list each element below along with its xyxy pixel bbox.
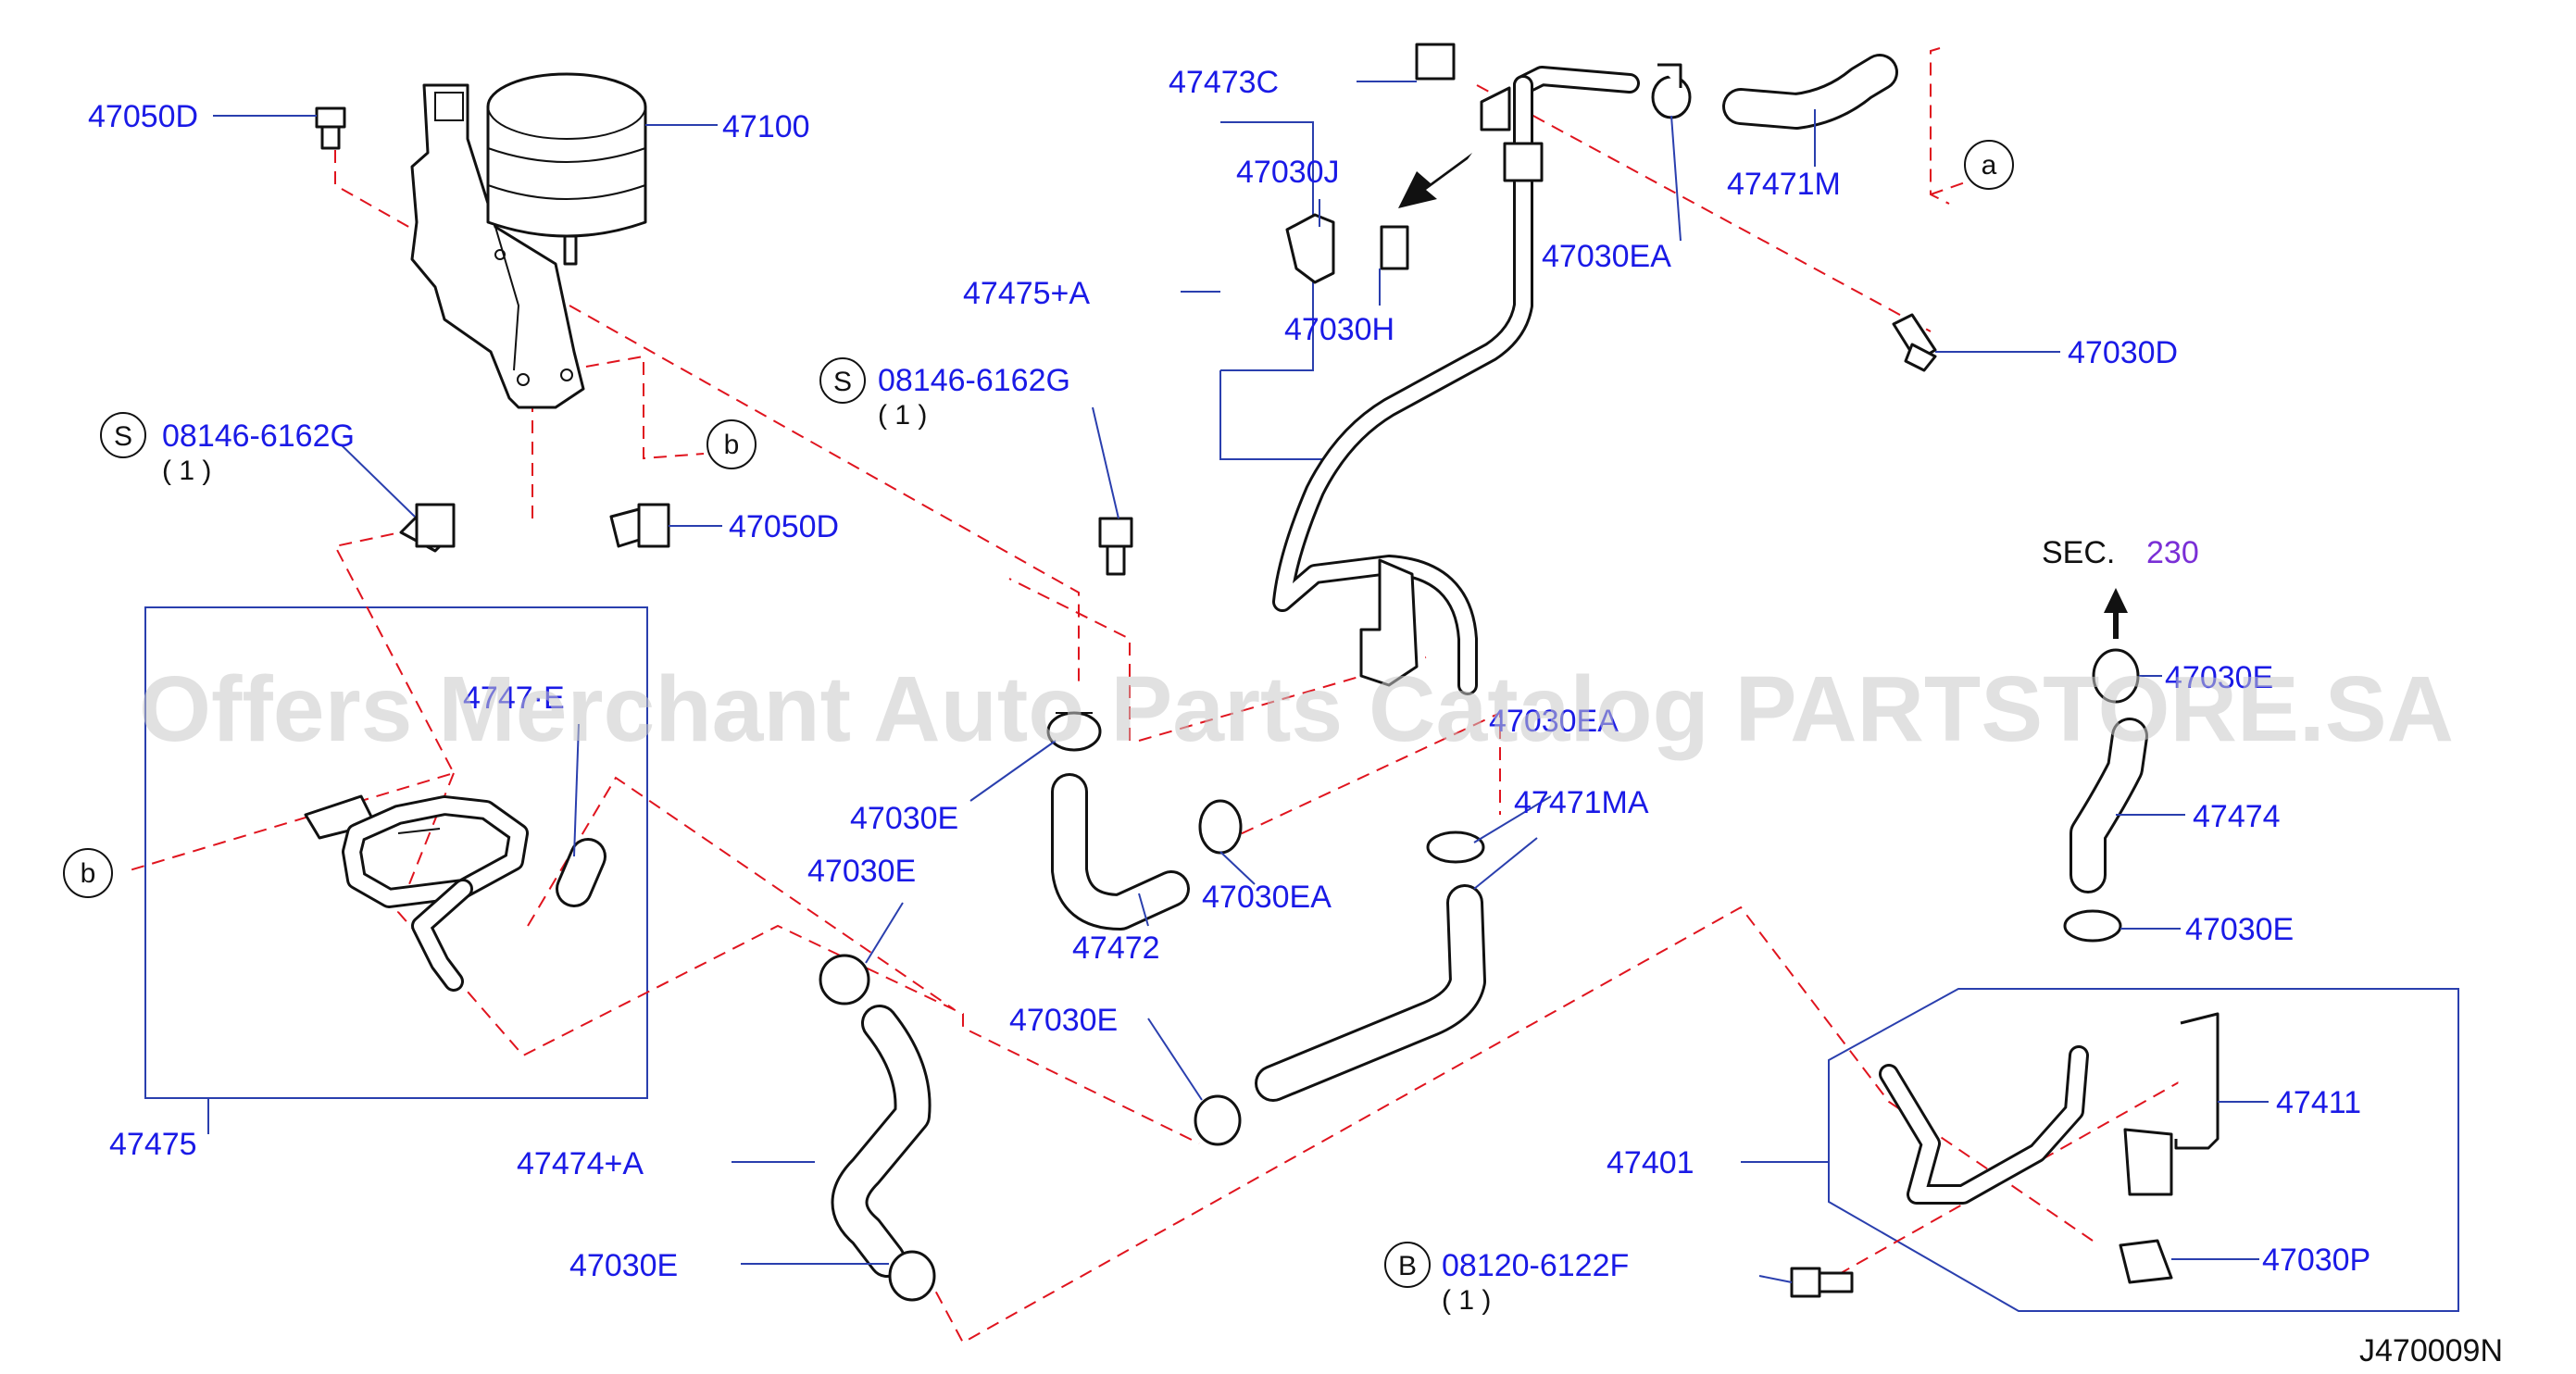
bracket-47411 xyxy=(2123,1012,2220,1196)
label-47475A: 47475+A xyxy=(963,276,1090,311)
label-47401: 47401 xyxy=(1607,1145,1694,1180)
label-47471M: 47471M xyxy=(1727,167,1841,202)
circle-marker-s-left: S xyxy=(100,412,146,458)
screw-47030D xyxy=(1892,313,1937,372)
label-47030EA-mid: 47030EA xyxy=(1202,880,1332,915)
circle-marker-b-top: b xyxy=(707,419,757,469)
box-47401 xyxy=(1828,988,2459,1312)
section-number: 230 xyxy=(2146,535,2199,570)
svg-text:b: b xyxy=(724,430,740,460)
diagram-id: J470009N xyxy=(2359,1333,2503,1368)
label-47030J: 47030J xyxy=(1236,155,1340,190)
hose-47474A xyxy=(831,1005,932,1278)
svg-text:b: b xyxy=(81,858,96,889)
clamp-47030EA-top xyxy=(1651,63,1692,119)
box-47475 xyxy=(144,606,648,1099)
part-labels: 47050D 47100 47473C 47030J 47030H 47475+… xyxy=(88,65,2503,1368)
clamp-47030E-r1 xyxy=(2092,648,2140,704)
clamp-47030E-r2 xyxy=(2063,909,2122,943)
clamp-47030E-1 xyxy=(1046,711,1102,752)
hose-47471M xyxy=(1722,54,1898,130)
bolt-08146-left xyxy=(399,503,456,553)
label-47030E-r2: 47030E xyxy=(2185,912,2294,947)
section-prefix: SEC. xyxy=(2042,535,2115,570)
label-08120: 08120-6122F xyxy=(1442,1248,1629,1283)
svg-text:B: B xyxy=(1398,1251,1417,1281)
qty-08120: ( 1 ) xyxy=(1442,1285,1491,1316)
label-4747x-box: 4747·E xyxy=(463,681,565,716)
label-47050D-top: 47050D xyxy=(88,99,198,134)
tube-47401 xyxy=(1879,1045,2089,1205)
bracket-tube-47475 xyxy=(304,794,529,992)
watermark: Offers Merchant Auto Parts Catalog PARTS… xyxy=(139,657,2454,761)
clip-47473C xyxy=(1415,43,1456,81)
label-47030P: 47030P xyxy=(2262,1243,2370,1278)
bolt-08146-mid xyxy=(1098,517,1133,576)
label-47411: 47411 xyxy=(2276,1085,2361,1120)
label-47471MA: 47471MA xyxy=(1514,785,1649,820)
label-47100: 47100 xyxy=(722,109,810,144)
cap-4747x xyxy=(556,838,606,907)
label-47030E-3: 47030E xyxy=(1009,1003,1118,1038)
bolt-47050D-top xyxy=(315,106,346,150)
label-47030EA-top: 47030EA xyxy=(1542,239,1671,274)
label-47030H: 47030H xyxy=(1284,312,1394,347)
svg-text:S: S xyxy=(114,421,132,452)
hose-47471MA xyxy=(1255,884,1486,1102)
label-47474: 47474 xyxy=(2193,799,2281,834)
grommet-47030P xyxy=(2119,1239,2173,1284)
main-tube-assembly xyxy=(1272,66,1640,695)
label-47030E-4: 47030E xyxy=(569,1248,678,1283)
hose-47474 xyxy=(2070,718,2148,893)
dashed-reference-lines xyxy=(129,47,2186,1344)
clamp-47030E-3 xyxy=(1194,1094,1242,1146)
qty-08146-mid: ( 1 ) xyxy=(878,400,927,431)
clamp-47030EA-mid xyxy=(1198,799,1243,855)
hose-47472 xyxy=(1051,773,1190,931)
canister-47100 xyxy=(410,72,647,409)
label-47030E-1: 47030E xyxy=(850,801,958,836)
svg-text:S: S xyxy=(833,367,852,397)
label-47030D: 47030D xyxy=(2068,335,2178,370)
clip-47030H xyxy=(1380,225,1409,270)
bolt-08120 xyxy=(1790,1267,1854,1298)
label-47030E-2: 47030E xyxy=(807,854,916,889)
qty-08146-left: ( 1 ) xyxy=(162,456,211,486)
circle-marker-a: a xyxy=(1964,140,2014,190)
clamp-47030E-2 xyxy=(819,954,870,1006)
leader-lines xyxy=(207,81,2269,1283)
circle-marker-b-left: b xyxy=(63,848,113,898)
label-47030EA-upper: 47030EA xyxy=(1489,704,1619,739)
label-47050D-mid: 47050D xyxy=(729,509,839,544)
circle-marker-s-mid: S xyxy=(819,357,866,404)
label-47475: 47475 xyxy=(109,1127,197,1162)
clip-47030J xyxy=(1285,213,1335,284)
clamp-47030E-4 xyxy=(888,1250,936,1302)
label-08146-left: 08146-6162G xyxy=(162,418,355,454)
circle-marker-b-bolt: B xyxy=(1384,1242,1431,1288)
label-47474A: 47474+A xyxy=(517,1146,644,1181)
clamp-47030EA-upper xyxy=(1426,831,1485,864)
label-08146-mid: 08146-6162G xyxy=(878,363,1070,398)
label-47030E-r1: 47030E xyxy=(2165,660,2273,695)
section-arrow-icon xyxy=(2104,588,2128,639)
label-47473C: 47473C xyxy=(1169,65,1279,100)
arrow-icon xyxy=(1398,153,1472,208)
bolt-47050D-mid xyxy=(609,503,670,548)
label-47472: 47472 xyxy=(1072,931,1160,966)
svg-text:a: a xyxy=(1982,150,1997,181)
